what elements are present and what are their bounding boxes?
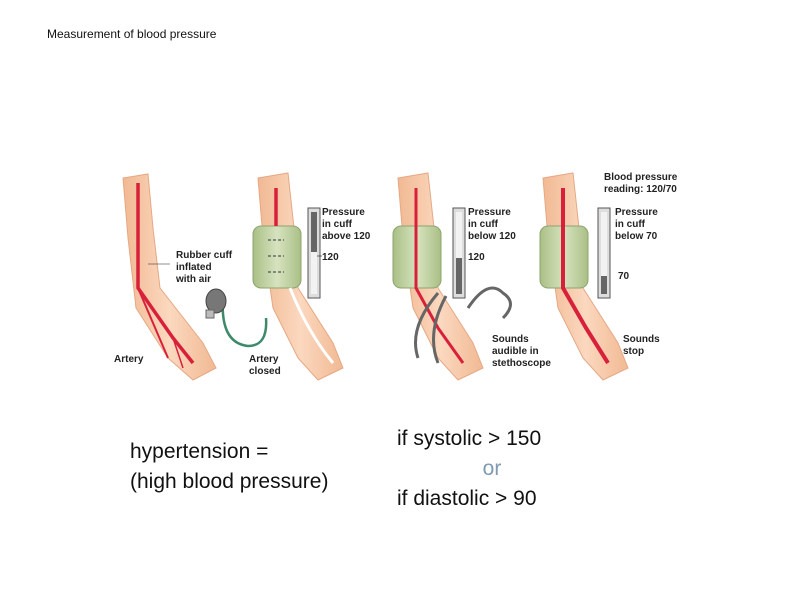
gauge-2-label-line2: in cuff [322, 219, 353, 230]
sound-3-label-line2: audible in [492, 346, 539, 357]
sound-4-label-line1: Sounds [623, 334, 660, 345]
slide-title: Measurement of blood pressure [47, 27, 217, 41]
bp-measurement-illustration: Rubber cuff inflated with air Artery Pre… [114, 172, 678, 381]
cuff-label-line1: Rubber cuff [176, 250, 233, 261]
panel-3-sounds-audible: Pressure in cuff below 120 120 Sounds au… [392, 172, 551, 381]
cuff-label-line3: with air [175, 274, 211, 285]
gauge-3-label-line3: below 120 [468, 231, 516, 242]
cuff-label-line2: inflated [176, 262, 212, 273]
artery-closed-label-line2: closed [249, 366, 281, 377]
gauge-3-label-line2: in cuff [468, 219, 499, 230]
hypertension-synonym: (high blood pressure) [130, 470, 329, 493]
pump-tube [221, 297, 268, 348]
hypertension-criteria: if systolic > 150 or if diastolic > 90 [397, 424, 597, 514]
gauge-3-value: 120 [468, 252, 485, 263]
hypertension-definition: hypertension = (high blood pressure) [130, 437, 328, 497]
sound-3-label-line3: stethoscope [492, 358, 551, 369]
arm-1 [122, 173, 217, 381]
gauge-4-label-line1: Pressure [615, 207, 658, 218]
gauge-3-label-line1: Pressure [468, 207, 511, 218]
sound-3-label-line1: Sounds [492, 334, 529, 345]
gauge-2-label-line3: above 120 [322, 231, 371, 242]
or-connector: or [482, 457, 502, 480]
panel-1-inflating: Rubber cuff inflated with air Artery [114, 173, 268, 381]
gauge-2-value: 120 [322, 252, 339, 263]
cuff-2 [252, 225, 302, 289]
gauge-4-value: 70 [618, 271, 630, 282]
gauge-2-label-line1: Pressure [322, 207, 365, 218]
reading-label-line1: Blood pressure [604, 172, 678, 183]
systolic-criterion: if systolic > 150 [397, 427, 542, 450]
artery-label: Artery [114, 354, 144, 365]
artery-closed-label-line1: Artery [249, 354, 279, 365]
diastolic-criterion: if diastolic > 90 [397, 487, 537, 510]
hypertension-term: hypertension = [130, 440, 269, 463]
reading-label-line2: reading: 120/70 [604, 184, 677, 195]
panel-2-artery-closed: Pressure in cuff above 120 120 Artery cl… [249, 172, 371, 381]
gauge-4-label-line3: below 70 [615, 231, 658, 242]
sound-4-label-line2: stop [623, 346, 644, 357]
pump-bulb-icon [205, 288, 227, 314]
stethoscope-icon [414, 286, 512, 364]
panel-4-sounds-stop: Blood pressure reading: 120/70 Pressure … [539, 172, 678, 381]
gauge-4-label-line2: in cuff [615, 219, 646, 230]
